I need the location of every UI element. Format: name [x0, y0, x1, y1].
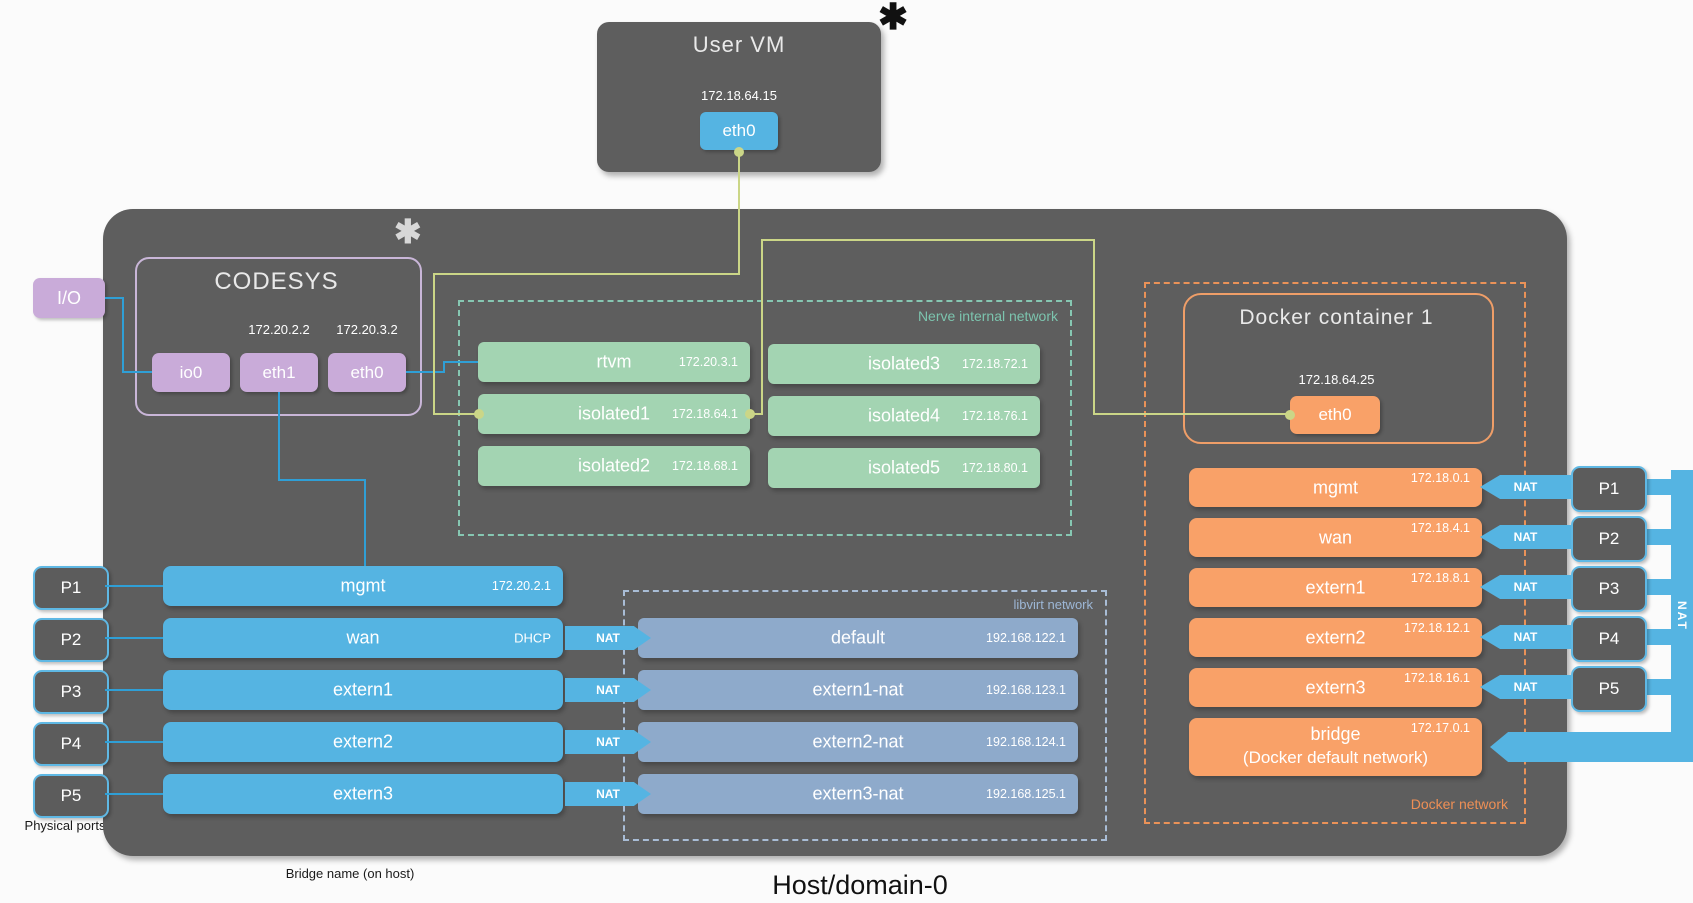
docker-net-extern2: extern2 172.18.12.1	[1189, 618, 1482, 657]
p4-bus-connector	[1643, 629, 1673, 645]
nerve-item-isolated5: isolated5 172.18.80.1	[768, 448, 1040, 488]
nerve-item-isolated3: isolated3 172.18.72.1	[768, 344, 1040, 384]
port-right-p4: P4	[1571, 616, 1647, 662]
port-left-p1: P1	[33, 566, 109, 610]
docker-network-box: Docker network	[1144, 282, 1526, 824]
user-vm-ip: 172.18.64.15	[701, 88, 777, 103]
docker-eth0-port: eth0	[1290, 396, 1380, 434]
nat-arrow-p4-extern2: NAT	[1480, 625, 1571, 649]
codesys-eth1-ip: 172.20.2.2	[248, 322, 310, 337]
port-right-p3: P3	[1571, 566, 1647, 612]
nat-arrow-p5-extern3: NAT	[1480, 675, 1571, 699]
port-left-p2: P2	[33, 618, 109, 662]
codesys-title: CODESYS	[214, 268, 339, 295]
nat-arrow-extern1: NAT	[565, 678, 651, 702]
codesys-port-io0: io0	[152, 353, 230, 392]
nat-arrow-p2-wan: NAT	[1480, 525, 1571, 549]
docker-net-extern3: extern3 172.18.16.1	[1189, 668, 1482, 707]
docker-net-extern1: extern1 172.18.8.1	[1189, 568, 1482, 607]
docker-network-label: Docker network	[1410, 796, 1508, 812]
nat-arrow-extern2: NAT	[565, 730, 651, 754]
user-vm-eth0-port: eth0	[700, 112, 778, 150]
libvirt-extern2-nat: extern2-nat 192.168.124.1	[638, 722, 1078, 762]
port-right-p1: P1	[1571, 466, 1647, 512]
bridge-name-label: Bridge name (on host)	[285, 866, 415, 881]
nerve-network-label: Nerve internal network	[917, 308, 1058, 324]
docker-eth0-ip: 172.18.64.25	[1298, 372, 1375, 387]
io-box: I/O	[33, 278, 105, 318]
nat-bus-label: NAT	[1675, 601, 1689, 631]
p3-bus-connector	[1643, 579, 1673, 595]
user-vm-asterisk: ✱	[878, 0, 909, 37]
user-vm-title: User VM	[692, 32, 786, 57]
codesys-port-eth0: eth0	[328, 353, 406, 392]
libvirt-extern3-nat: extern3-nat 192.168.125.1	[638, 774, 1078, 814]
codesys-port-eth1: eth1	[240, 353, 318, 392]
nerve-item-rtvm: rtvm 172.20.3.1	[478, 342, 750, 382]
codesys-asterisk: ✱	[394, 213, 422, 250]
p1-bus-connector	[1643, 479, 1673, 495]
nerve-item-isolated4: isolated4 172.18.76.1	[768, 396, 1040, 436]
libvirt-network-box: libvirt network	[623, 590, 1107, 841]
libvirt-extern1-nat: extern1-nat 192.168.123.1	[638, 670, 1078, 710]
nat-arrow-bus-bridge	[1490, 732, 1671, 762]
p5-bus-connector	[1643, 679, 1673, 695]
docker-net-wan: wan 172.18.4.1	[1189, 518, 1482, 557]
libvirt-network-label: libvirt network	[1013, 597, 1093, 612]
bridge-mgmt: mgmt 172.20.2.1	[163, 566, 563, 606]
diagram-title: Host/domain-0	[772, 870, 948, 900]
docker-net-bridge: bridge (Docker default network) 172.17.0…	[1189, 718, 1482, 776]
port-right-p5: P5	[1571, 666, 1647, 712]
port-left-p4: P4	[33, 722, 109, 766]
bridge-extern1: extern1	[163, 670, 563, 710]
port-right-p2: P2	[1571, 516, 1647, 562]
nat-arrow-p1-mgmt: NAT	[1480, 475, 1571, 499]
nat-bus-bar: NAT	[1671, 470, 1693, 762]
port-left-p3: P3	[33, 670, 109, 714]
libvirt-default: default 192.168.122.1	[638, 618, 1078, 658]
p2-bus-connector	[1643, 529, 1673, 545]
nat-arrow-wan-default: NAT	[565, 626, 651, 650]
codesys-eth0-ip: 172.20.3.2	[336, 322, 398, 337]
nat-arrow-p3-extern1: NAT	[1480, 575, 1571, 599]
nat-arrow-extern3: NAT	[565, 782, 651, 806]
physical-ports-label: Physical ports	[24, 818, 106, 833]
bridge-wan: wan DHCP	[163, 618, 563, 658]
bridge-extern3: extern3	[163, 774, 563, 814]
docker-container-title: Docker container 1	[1239, 306, 1434, 329]
docker-net-mgmt: mgmt 172.18.0.1	[1189, 468, 1482, 507]
port-left-p5: P5	[33, 774, 109, 818]
nerve-item-isolated1: isolated1 172.18.64.1	[478, 394, 750, 434]
nerve-item-isolated2: isolated2 172.18.68.1	[478, 446, 750, 486]
bridge-extern2: extern2	[163, 722, 563, 762]
